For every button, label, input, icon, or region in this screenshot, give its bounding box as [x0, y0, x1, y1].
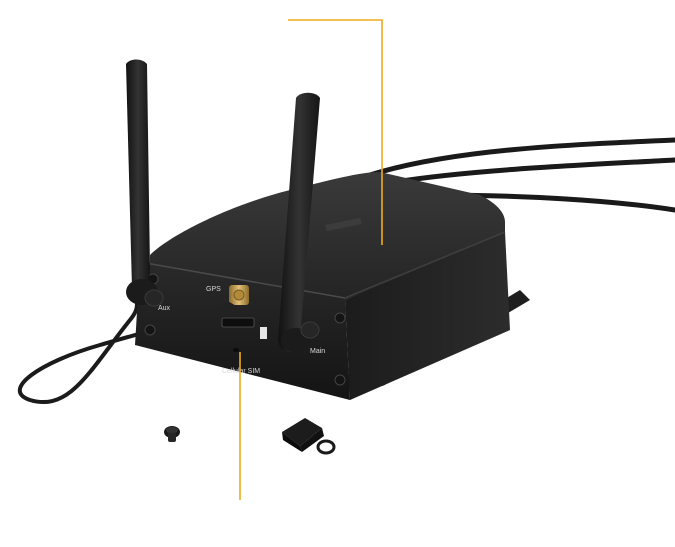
screw	[144, 324, 156, 336]
aux-port-label: Aux	[158, 305, 171, 312]
aux-antenna	[126, 59, 150, 292]
cable-1	[367, 137, 675, 178]
main-antenna	[278, 92, 320, 352]
callout-lines	[239, 19, 383, 500]
sim-slot	[221, 317, 255, 328]
cable-2	[392, 157, 675, 185]
screw-icon	[164, 426, 180, 442]
gps-port-label: GPS	[206, 286, 221, 293]
screw	[334, 312, 346, 324]
dust-cap-icon	[282, 418, 336, 455]
router-side	[345, 232, 510, 400]
sim-port-label: Cellular SIM	[222, 368, 260, 375]
gps-connector-icon	[223, 285, 249, 313]
sim-indicator	[260, 327, 267, 339]
antenna-icon	[278, 92, 320, 352]
antenna-icon	[126, 59, 164, 307]
main-port-label: Main	[310, 348, 325, 355]
screw	[334, 374, 346, 386]
router-device-icon: Aux GPS Main Cellular SIM	[135, 172, 510, 400]
callout-top	[288, 19, 383, 245]
